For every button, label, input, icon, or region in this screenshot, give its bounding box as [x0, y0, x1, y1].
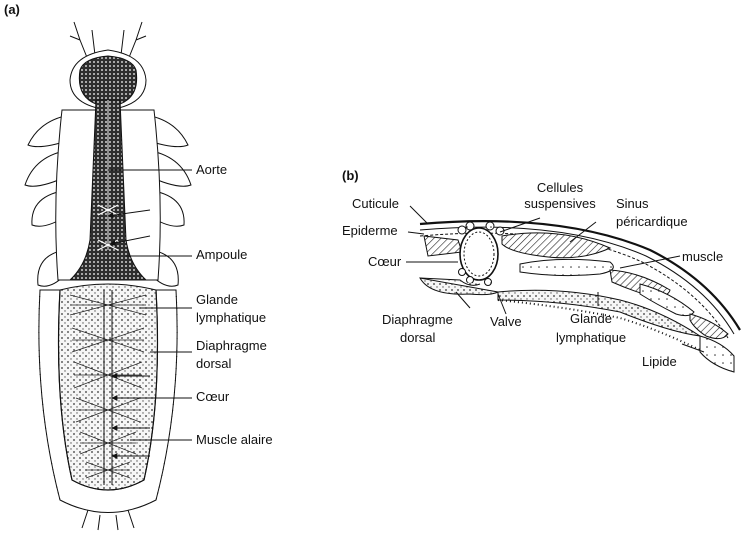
label-muscle: muscle: [682, 249, 724, 264]
label-glande-lymphatique-line2: lymphatique: [196, 310, 267, 325]
label-sinus-pericardique-line1: Sinus: [616, 196, 649, 211]
label-cellules-suspensives-line2: suspensives: [524, 196, 596, 211]
panel-b-drawing: [419, 220, 741, 373]
label-cellules-suspensives-line1: Cellules: [536, 180, 584, 195]
panel-a-leaders: [107, 169, 192, 459]
label-epiderme: Epiderme: [342, 223, 398, 238]
label-diaphragme-dorsal-b-line1: Diaphragme: [382, 312, 453, 327]
panel-a-drawing: [24, 21, 192, 531]
label-glande-lymphatique-b-line1: Glande: [570, 311, 612, 326]
label-sinus-pericardique-line2: péricardique: [616, 214, 688, 229]
label-coeur-a: Cœur: [196, 389, 230, 404]
label-glande-lymphatique-line1: Glande: [196, 292, 238, 307]
label-glande-lymphatique-b-line2: lymphatique: [556, 330, 627, 345]
label-cuticule: Cuticule: [352, 196, 399, 211]
label-aorte: Aorte: [196, 162, 228, 177]
label-lipide: Lipide: [642, 354, 677, 369]
label-valve: Valve: [490, 314, 522, 329]
label-coeur-b: Cœur: [368, 254, 402, 269]
panel-b-leaders: [406, 205, 705, 353]
panel-b-tag: (b): [342, 168, 359, 183]
label-ampoule: Ampoule: [196, 247, 248, 262]
label-muscle-alaire: Muscle alaire: [196, 432, 273, 447]
panel-a-tag: (a): [4, 2, 20, 17]
label-diaphragme-dorsal-b-line2: dorsal: [400, 330, 436, 345]
label-diaphragme-dorsal-line1: Diaphragme: [196, 338, 267, 353]
label-diaphragme-dorsal-line2: dorsal: [196, 356, 232, 371]
